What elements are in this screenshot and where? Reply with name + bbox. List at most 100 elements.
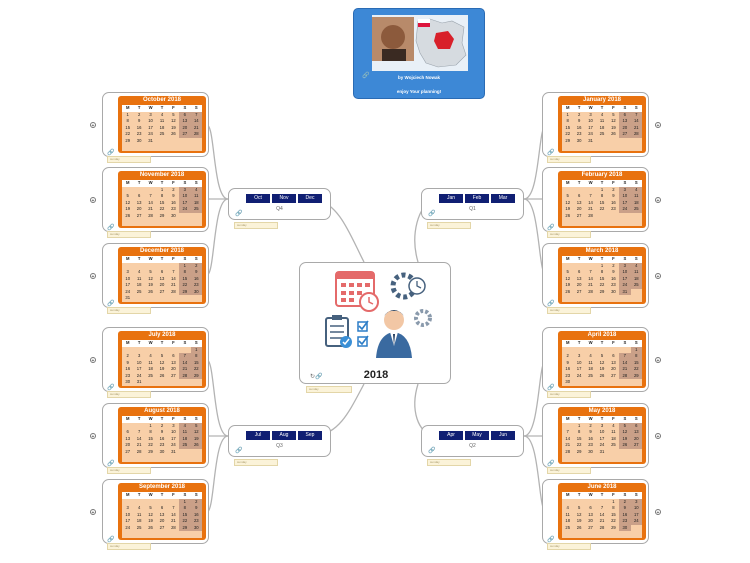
month-button-dec[interactable]: Dec — [298, 194, 322, 203]
collapse-handle[interactable]: + — [655, 433, 661, 440]
collapse-handle[interactable]: + — [655, 357, 661, 364]
day-cell: 15 — [148, 435, 153, 441]
attachment-icon[interactable]: 🔗 — [107, 150, 115, 156]
month-button-jun[interactable]: Jun — [491, 431, 515, 440]
month-button-feb[interactable]: Feb — [465, 194, 489, 203]
day-cell: 15 — [611, 511, 616, 517]
attachment-icon[interactable]: 🔗 — [547, 301, 555, 307]
attachment-icon[interactable]: ↻🔗 — [310, 374, 323, 380]
month-button-jan[interactable]: Jan — [439, 194, 463, 203]
attachment-icon[interactable]: 🔗 — [428, 211, 436, 217]
collapse-handle[interactable]: + — [655, 122, 661, 129]
day-cell: 4 — [612, 422, 615, 428]
attachment-icon[interactable]: 🔗 — [547, 150, 555, 156]
note-tag: sunday — [107, 543, 151, 550]
collapse-handle[interactable]: + — [90, 122, 96, 129]
month-button-may[interactable]: May — [465, 431, 489, 440]
empty-cell — [630, 212, 642, 220]
month-button-nov[interactable]: Nov — [272, 194, 296, 203]
empty-cell — [584, 498, 597, 506]
central-topic[interactable]: 2018 ↻🔗 sunday — [299, 262, 451, 393]
empty-cell — [156, 137, 168, 145]
day-cell: 24 — [619, 282, 631, 289]
day-cell: 2 — [190, 498, 202, 506]
day-cell: 15 — [179, 275, 191, 283]
month-button-aug[interactable]: Aug — [272, 431, 296, 440]
attachment-icon[interactable]: 🔗 — [107, 461, 115, 467]
day-cell: 28 — [171, 288, 176, 294]
day-cell: 10 — [619, 269, 631, 276]
collapse-handle[interactable]: + — [90, 273, 96, 280]
month-button-oct[interactable]: Oct — [246, 194, 270, 203]
empty-cell — [133, 422, 145, 430]
attachment-icon[interactable]: 🔗 — [547, 225, 555, 231]
day-cell: 30 — [619, 524, 631, 532]
attachment-icon[interactable]: 🔗 — [107, 301, 115, 307]
collapse-handle[interactable]: + — [90, 357, 96, 364]
note-tag: sunday — [547, 543, 591, 550]
empty-cell — [156, 531, 168, 538]
attachment-icon[interactable]: 🔗 — [107, 225, 115, 231]
attachment-icon[interactable]: 🔗 — [547, 385, 555, 391]
attachment-icon[interactable]: 🔗 — [428, 448, 436, 454]
collapse-handle[interactable]: + — [90, 433, 96, 440]
day-cell: 31 — [125, 295, 131, 301]
empty-cell — [122, 186, 134, 194]
empty-cell — [562, 262, 574, 270]
attachment-icon[interactable]: 🔗 — [107, 537, 115, 543]
attachment-icon[interactable]: 🔗 — [547, 461, 555, 467]
day-cell: 24 — [630, 518, 642, 525]
day-cell: 20 — [179, 124, 191, 132]
month-button-mar[interactable]: Mar — [491, 194, 515, 203]
day-cell: 28 — [190, 131, 202, 138]
day-cell: 18 — [136, 518, 142, 524]
attachment-icon[interactable]: 🔗 — [107, 385, 115, 391]
collapse-handle[interactable]: + — [90, 197, 96, 204]
day-cell: 1 — [179, 262, 191, 270]
empty-cell — [133, 144, 145, 151]
collapse-handle[interactable]: + — [90, 509, 96, 516]
collapse-handle[interactable]: + — [655, 273, 661, 280]
calendar-title: June 2018 — [587, 484, 617, 490]
month-button-jul[interactable]: Jul — [246, 431, 270, 440]
weekday-header: T — [156, 492, 168, 499]
day-cell: 30 — [136, 137, 142, 143]
day-cell: 19 — [148, 282, 153, 288]
attachment-icon[interactable]: 🔗 — [235, 448, 243, 454]
attachment-icon[interactable]: 🔗 — [235, 211, 243, 217]
attachment-icon[interactable]: 🔗 — [362, 73, 370, 79]
collapse-handle[interactable]: + — [655, 509, 661, 516]
collapse-handle[interactable]: + — [655, 197, 661, 204]
calendar-title: May 2018 — [588, 408, 616, 414]
day-cell: 26 — [148, 524, 153, 530]
empty-cell — [562, 219, 574, 226]
month-button-sep[interactable]: Sep — [298, 431, 322, 440]
weekday-header: W — [144, 340, 157, 347]
day-cell: 20 — [619, 124, 631, 132]
month-button-apr[interactable]: Apr — [439, 431, 463, 440]
day-cell: 27 — [159, 288, 165, 294]
note-tag: sunday — [107, 467, 151, 474]
empty-cell — [133, 219, 145, 226]
day-cell: 5 — [566, 193, 569, 199]
day-cell: 13 — [125, 435, 131, 441]
attachment-icon[interactable]: 🔗 — [547, 537, 555, 543]
empty-cell — [619, 531, 631, 538]
